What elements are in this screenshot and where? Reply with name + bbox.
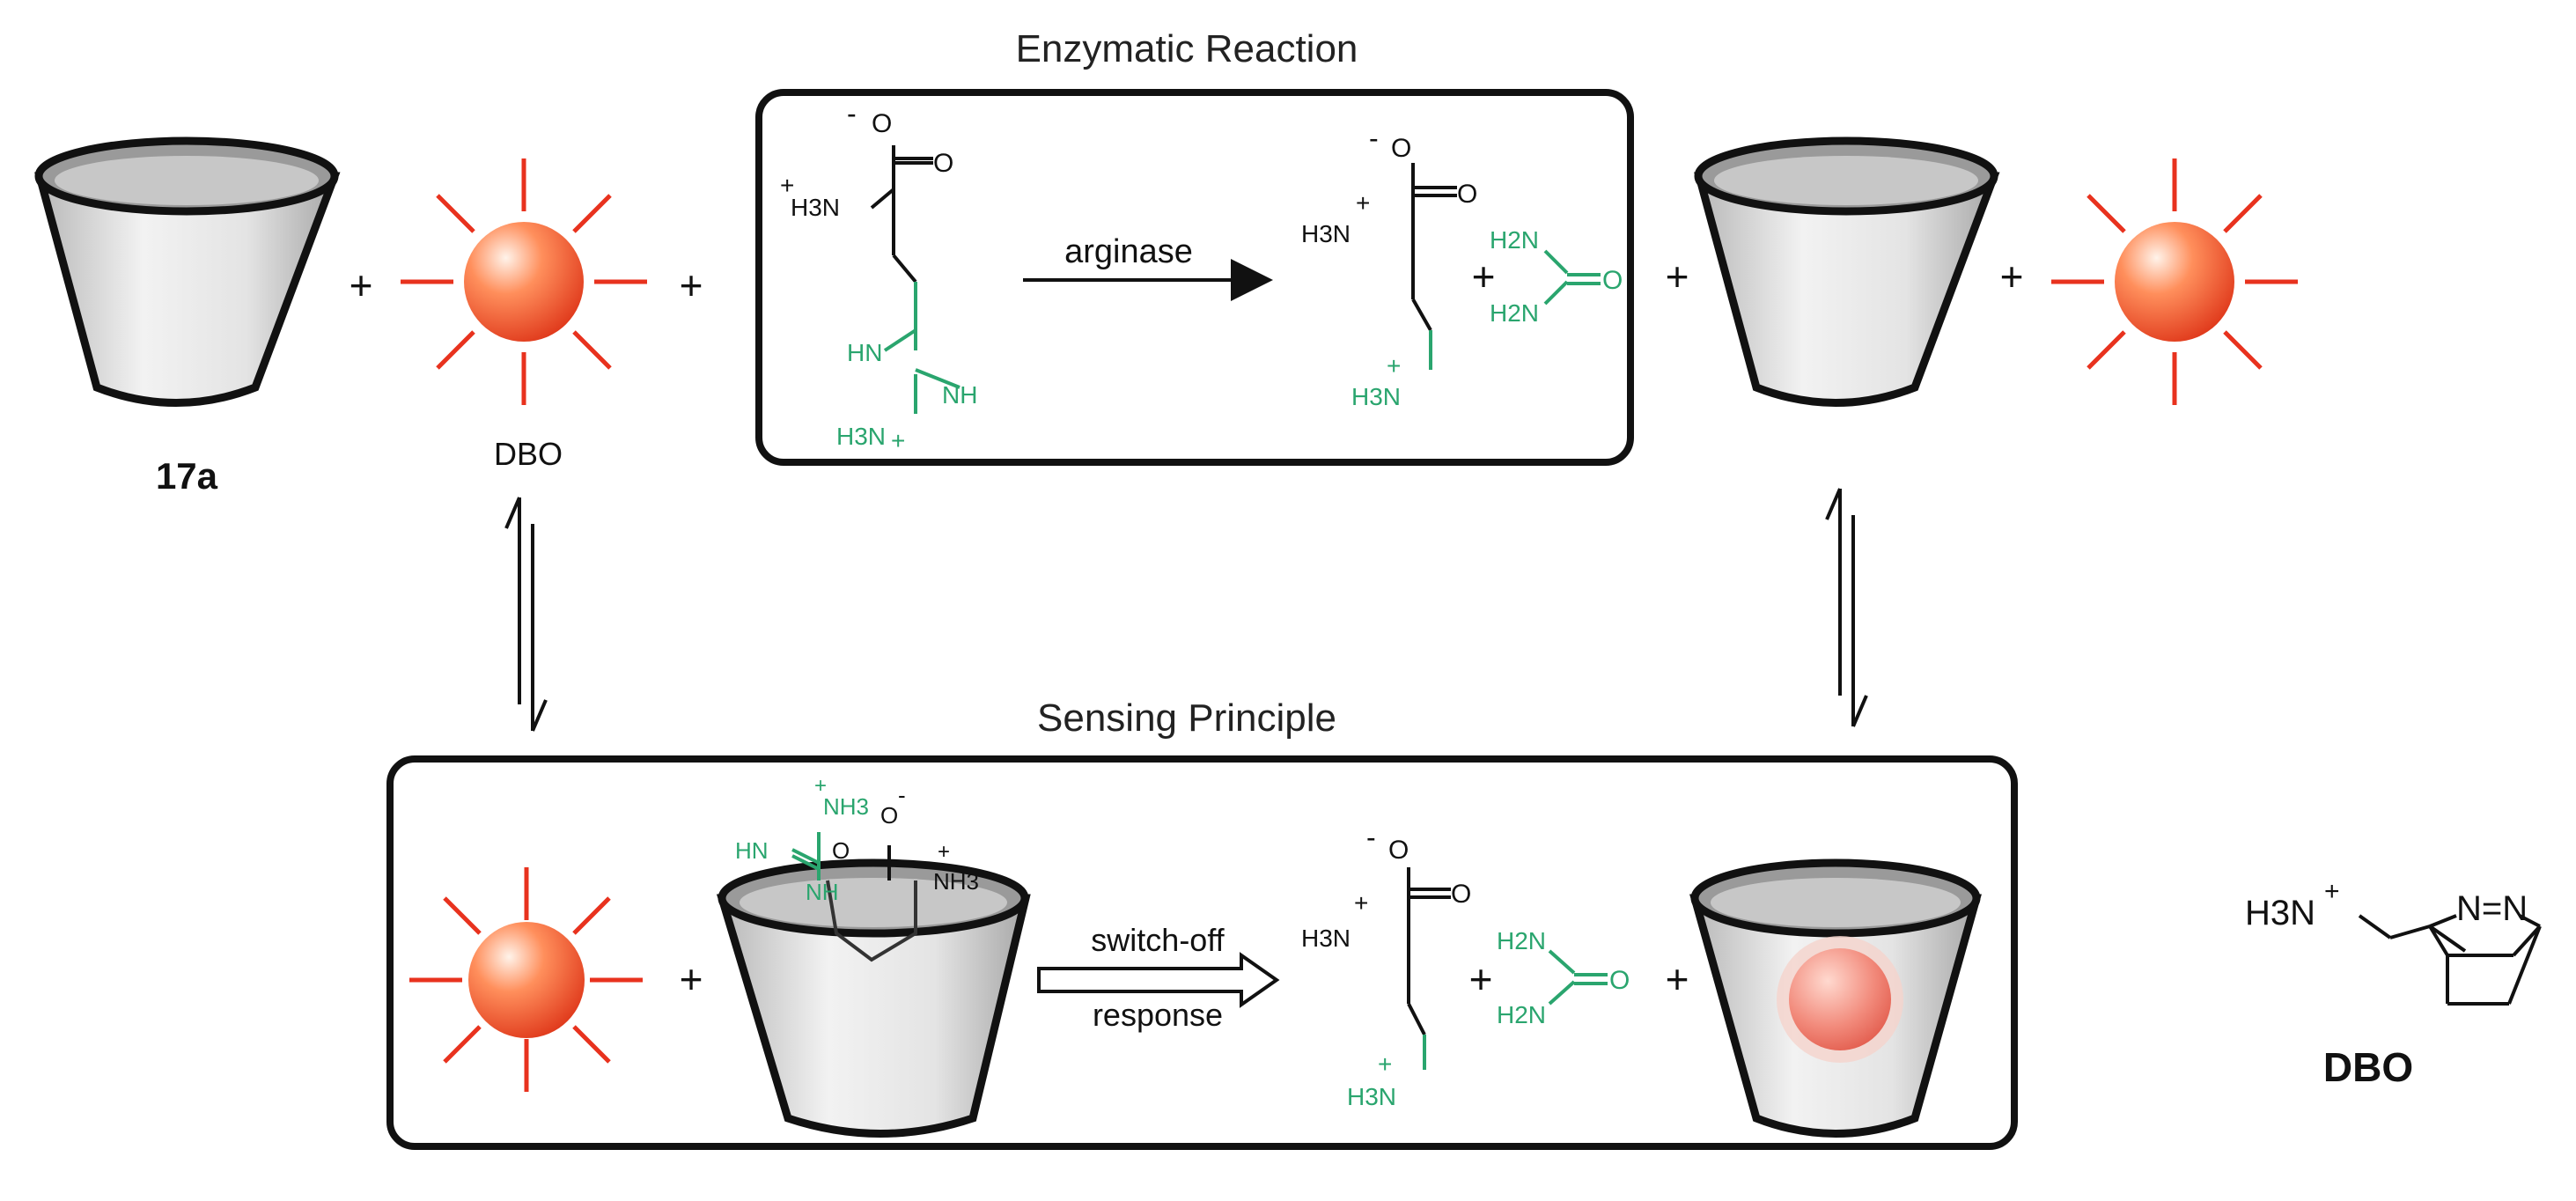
chem-text: NH3 [823, 793, 869, 820]
plus-sign: + [1666, 254, 1689, 299]
dye-label: DBO [494, 436, 563, 472]
cup-icon [34, 136, 341, 407]
chem-text: O [832, 837, 850, 864]
plus-sign: + [1472, 254, 1496, 299]
chem-text: H3N [791, 194, 840, 221]
chem-text: HN [847, 339, 882, 366]
chem-text: H2N [1490, 299, 1539, 327]
chem-text: O [1609, 966, 1630, 995]
arginine-structure [870, 145, 960, 414]
plus-sign: + [680, 262, 703, 308]
chem-text: N=N [2456, 889, 2528, 928]
chem-text: NH [806, 879, 839, 905]
chem-text: NH [942, 381, 977, 409]
chem-text: H3N [2245, 894, 2315, 932]
plus-sign: + [680, 956, 703, 1002]
dbo-fluorescent-icon [2051, 158, 2298, 405]
chem-text: H3N [1351, 383, 1401, 410]
ornithine-structure [1411, 163, 1457, 370]
urea-structure [1548, 949, 1608, 1006]
host-label: 17a [156, 455, 218, 497]
chem-text: + [2324, 877, 2340, 906]
chem-text: O [1602, 266, 1623, 295]
chem-text: O [1451, 880, 1471, 909]
dbo-structure [2358, 914, 2542, 1006]
cup-with-dbo-icon [1689, 858, 1982, 1138]
dbo-fluorescent-icon [401, 158, 647, 405]
chem-text: + [1354, 889, 1368, 917]
chem-text: H3N [1301, 925, 1351, 952]
plus-sign: + [2000, 254, 2024, 299]
enzyme-label: arginase [1064, 233, 1193, 270]
chem-text: H3N [836, 423, 886, 450]
chem-text: - [847, 98, 857, 129]
chem-text: H3N [1301, 220, 1351, 247]
chem-text: O [872, 109, 892, 138]
chem-text: O [880, 802, 898, 829]
chem-text: O [1388, 836, 1409, 865]
plus-sign: + [1666, 956, 1689, 1002]
response-label: response [1093, 997, 1223, 1033]
chem-text: O [933, 149, 953, 178]
equilibrium-arrow-right [1825, 488, 1868, 727]
title-enzymatic-reaction: Enzymatic Reaction [1016, 27, 1358, 70]
chem-text: H3N [1347, 1083, 1396, 1110]
chem-text: + [780, 172, 794, 199]
switch-off-arrow [1037, 952, 1280, 1008]
chem-text: + [1378, 1050, 1392, 1078]
chem-text: - [898, 782, 906, 808]
sensing-principle-box [386, 755, 2018, 1150]
chem-text: O [1391, 134, 1411, 163]
title-sensing-principle: Sensing Principle [1037, 696, 1336, 740]
chem-text: NH3 [933, 868, 979, 895]
chem-text: + [1387, 352, 1401, 379]
chem-text: + [938, 840, 950, 864]
cup-with-guest-icon [716, 832, 1031, 1138]
chem-text: + [1356, 189, 1370, 217]
chem-text: - [1366, 822, 1376, 853]
chem-text: O [1457, 180, 1477, 209]
ornithine-structure [1407, 867, 1451, 1070]
chem-text: H2N [1497, 1001, 1546, 1028]
chem-text: HN [735, 837, 769, 864]
chem-text: + [891, 427, 905, 454]
chem-text: - [1369, 122, 1379, 154]
chem-text: H2N [1490, 226, 1539, 254]
cup-icon [1694, 136, 2000, 407]
chem-text: + [814, 774, 827, 798]
chem-text: H2N [1497, 927, 1546, 954]
equilibrium-arrow-left [504, 497, 548, 732]
enzymatic-reaction-box [755, 89, 1634, 466]
plus-sign: + [1469, 956, 1493, 1002]
urea-structure [1543, 249, 1601, 306]
dbo-fluorescent-icon [409, 867, 643, 1092]
structure-label: DBO [2323, 1044, 2413, 1090]
plus-sign: + [350, 262, 373, 308]
switch-off-label: switch-off [1091, 922, 1225, 958]
